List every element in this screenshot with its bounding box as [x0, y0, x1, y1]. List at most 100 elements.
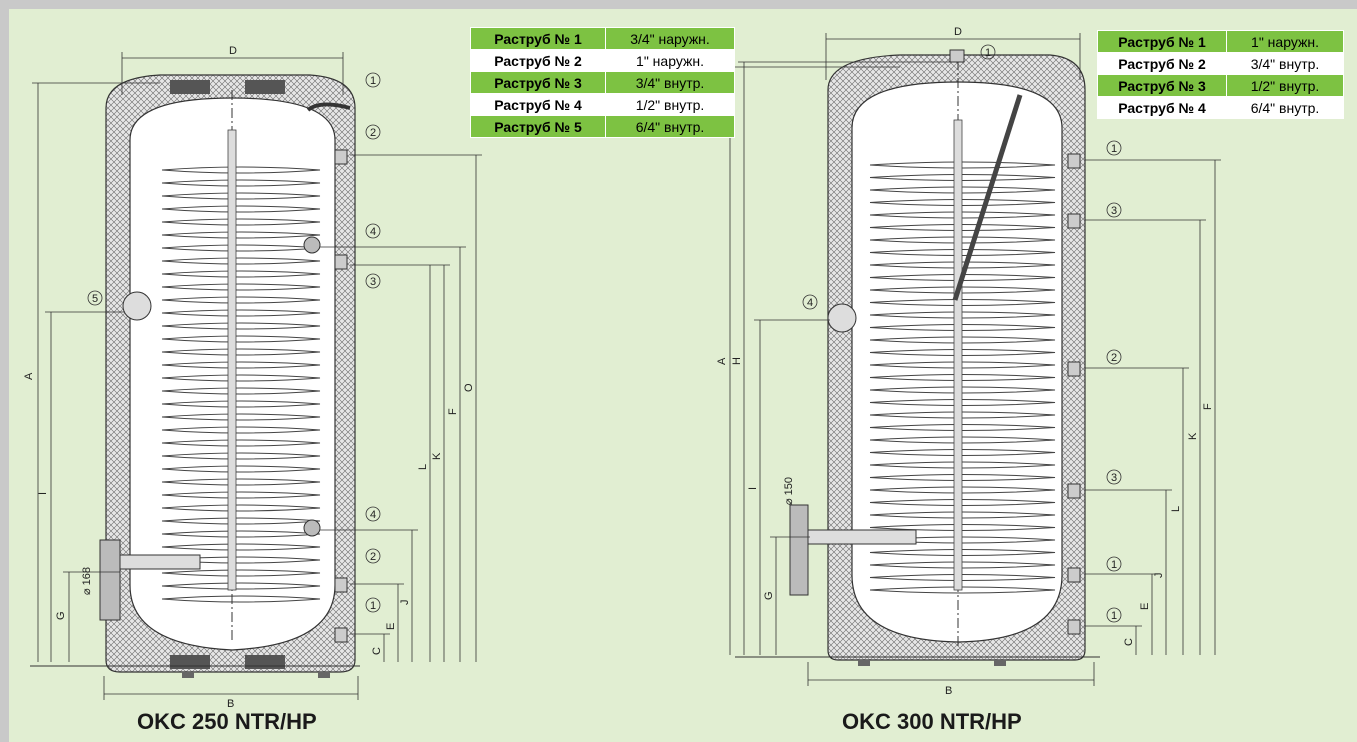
- svg-text:3: 3: [1111, 205, 1117, 217]
- coil-loop: [161, 491, 321, 499]
- dim-c: C: [1123, 638, 1135, 646]
- svg-text:1: 1: [1111, 143, 1117, 155]
- dim-d: D: [229, 45, 237, 57]
- connection-key: Раструб № 5: [470, 115, 606, 138]
- coil-loop: [869, 424, 1056, 431]
- dim-d150: ⌀ 150: [783, 477, 795, 505]
- left-port-labels: [87, 72, 381, 613]
- coil-loop: [161, 192, 321, 200]
- coil-loop: [161, 361, 321, 369]
- svg-text:3: 3: [370, 276, 376, 288]
- svg-text:5: 5: [92, 293, 98, 305]
- connection-value: 3/4" внутр.: [1226, 52, 1344, 75]
- coil-loop: [161, 452, 321, 460]
- left-tank: [30, 74, 360, 678]
- left-top-cap: [245, 80, 285, 94]
- connection-key: Раструб № 3: [1097, 74, 1227, 97]
- left-dimension-labels: D B A I G ⌀ 168 O F K L J E C: [23, 45, 475, 710]
- dim-l: L: [1170, 506, 1182, 512]
- svg-text:2: 2: [1111, 352, 1117, 364]
- coil-loop: [869, 324, 1056, 331]
- coil-loop: [869, 349, 1056, 356]
- dim-b: B: [227, 698, 234, 710]
- connection-key: Раструб № 2: [470, 49, 606, 72]
- coil-loop: [869, 361, 1056, 369]
- coil-loop: [161, 595, 321, 603]
- svg-text:1: 1: [985, 47, 991, 59]
- left-bottom-cap: [170, 655, 210, 669]
- dim-i: I: [37, 492, 49, 495]
- coil-loop: [869, 161, 1056, 169]
- dim-h: H: [731, 357, 743, 365]
- coil-loop: [161, 387, 321, 395]
- coil-loop: [161, 257, 321, 265]
- coil-loop: [161, 205, 321, 213]
- coil-loop: [161, 400, 321, 408]
- connection-key: Раструб № 2: [1097, 52, 1227, 75]
- dim-a: A: [23, 372, 35, 380]
- coil-loop: [869, 499, 1056, 506]
- coil-loop: [161, 283, 321, 291]
- coil-loop: [161, 465, 321, 473]
- coil-loop: [869, 211, 1056, 219]
- coil-loop: [161, 218, 321, 226]
- coil-loop: [869, 536, 1056, 544]
- coil-loop: [869, 549, 1056, 556]
- connection-key: Раструб № 4: [470, 93, 606, 116]
- right-dimensions: [724, 33, 1221, 686]
- coil-loop: [161, 478, 321, 486]
- dim-g: G: [55, 611, 67, 620]
- coil-loop: [161, 517, 321, 525]
- dim-j: J: [399, 600, 411, 606]
- coil-loop: [161, 556, 321, 564]
- connection-key: Раструб № 1: [1097, 30, 1227, 53]
- coil-loop: [869, 311, 1056, 319]
- coil-loop: [161, 439, 321, 447]
- dim-k: K: [431, 452, 443, 460]
- coil-loop: [161, 504, 321, 512]
- dim-g: G: [763, 591, 775, 600]
- coil-loop: [869, 511, 1056, 519]
- coil-loop: [161, 582, 321, 590]
- right-dimension-labels: D B A H I G ⌀ 150 F K L J E C: [716, 26, 1214, 697]
- right-port-4: [827, 303, 857, 333]
- coil-loop: [869, 274, 1056, 281]
- connection-value: 1/2" внутр.: [1226, 74, 1344, 97]
- svg-text:1: 1: [370, 600, 376, 612]
- coil-loop: [161, 296, 321, 304]
- coil-loop: [161, 309, 321, 317]
- coil-loop: [161, 374, 321, 382]
- coil-loop: [869, 486, 1056, 494]
- dim-d168: ⌀ 168: [81, 567, 93, 595]
- coil-loop: [869, 336, 1056, 344]
- coil-loop: [161, 413, 321, 421]
- coil-loop: [869, 236, 1056, 244]
- coil-loop: [869, 586, 1056, 594]
- coil-loop: [161, 244, 321, 252]
- coil-loop: [869, 461, 1056, 469]
- right-coil: [869, 161, 1056, 594]
- svg-text:4: 4: [370, 509, 376, 521]
- connection-key: Раструб № 3: [470, 71, 606, 94]
- connection-value: 6/4" внутр.: [605, 115, 735, 138]
- left-port-5: [122, 291, 152, 321]
- dim-d: D: [954, 26, 962, 38]
- right-port-numbers: 1 1 3 4 2 3 1 1: [807, 47, 1117, 622]
- coil-loop: [161, 569, 321, 577]
- connection-key: Раструб № 4: [1097, 96, 1227, 119]
- coil-loop: [869, 186, 1056, 194]
- svg-text:1: 1: [370, 75, 376, 87]
- coil-loop: [161, 231, 321, 239]
- dim-o: O: [463, 383, 475, 392]
- coil-loop: [869, 224, 1056, 231]
- dim-a: A: [716, 357, 728, 365]
- coil-loop: [161, 530, 321, 538]
- coil-loop: [869, 399, 1056, 406]
- coil-loop: [869, 261, 1056, 269]
- connection-value: 1/2" внутр.: [605, 93, 735, 116]
- coil-loop: [869, 174, 1056, 181]
- connection-value: 3/4" наружн.: [605, 27, 735, 50]
